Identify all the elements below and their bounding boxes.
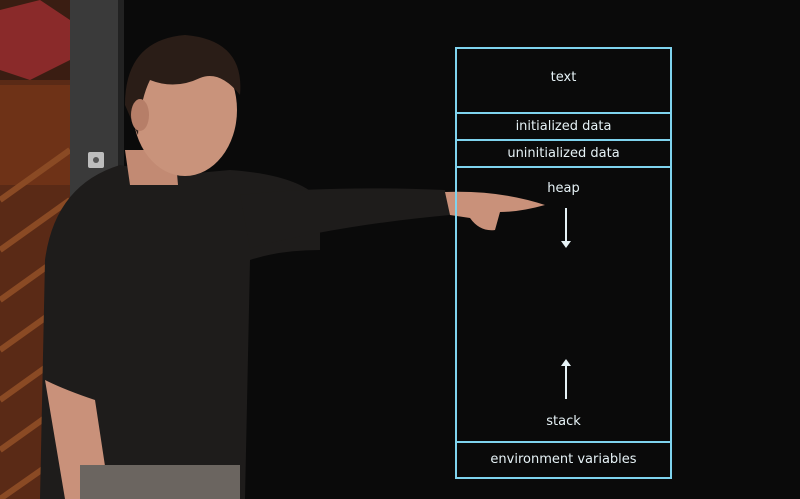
heap-label: heap [547, 181, 580, 196]
environment-variables-label: environment variables [490, 452, 637, 467]
heap-stack-region: heap stack [457, 168, 670, 443]
memory-layout-diagram: text initialized data uninitialized data… [455, 47, 672, 479]
stack-grows-up-arrow-icon [561, 359, 571, 399]
text-segment-label: text [550, 70, 577, 85]
heap-grows-down-arrow-icon [561, 208, 571, 248]
wall-outlet-hole [93, 157, 99, 163]
presenter-pants [80, 465, 240, 499]
presenter [40, 35, 545, 499]
environment-variables-segment: environment variables [457, 443, 670, 477]
uninitialized-data-label: uninitialized data [507, 146, 620, 161]
uninitialized-data-segment: uninitialized data [457, 141, 670, 168]
presenter-arm [240, 188, 450, 248]
initialized-data-label: initialized data [515, 119, 612, 134]
stack-label: stack [546, 414, 581, 429]
presenter-shirt [40, 165, 320, 499]
initialized-data-segment: initialized data [457, 114, 670, 141]
presenter-hand [445, 191, 545, 231]
presenter-hair [125, 35, 241, 135]
text-segment: text [457, 49, 670, 114]
